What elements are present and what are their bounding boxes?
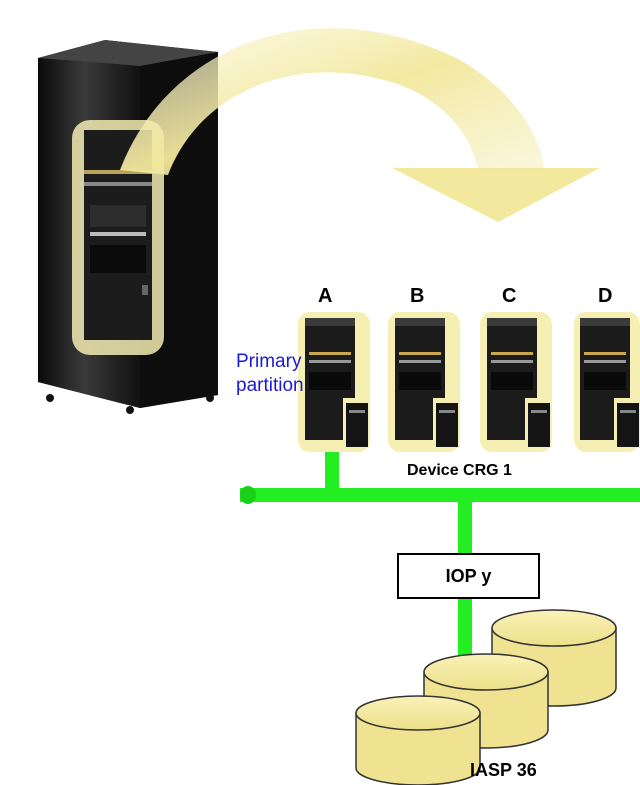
iasp-label: IASP 36 [470,760,537,780]
primary-partition-line2: partition [236,375,304,396]
curved-arrow-icon [120,28,600,222]
primary-partition-line1: Primary [236,351,302,372]
disk-unit-front-icon [355,695,481,785]
iop-label: IOP y [445,565,492,586]
partition-server-d-icon [574,312,640,452]
node-label-a: A [318,285,333,307]
iop-box: IOP y [397,553,540,599]
partition-server-c-icon [480,312,552,452]
primary-partition-label: Primary partition [236,350,304,398]
node-label-d: D [598,285,613,307]
partition-server-b-icon [388,312,460,452]
node-label-c: C [502,285,517,307]
partition-server-a-icon [298,312,370,452]
node-label-b: B [410,285,425,307]
network-bus [240,445,640,688]
device-crg-label: Device CRG 1 [407,462,512,479]
